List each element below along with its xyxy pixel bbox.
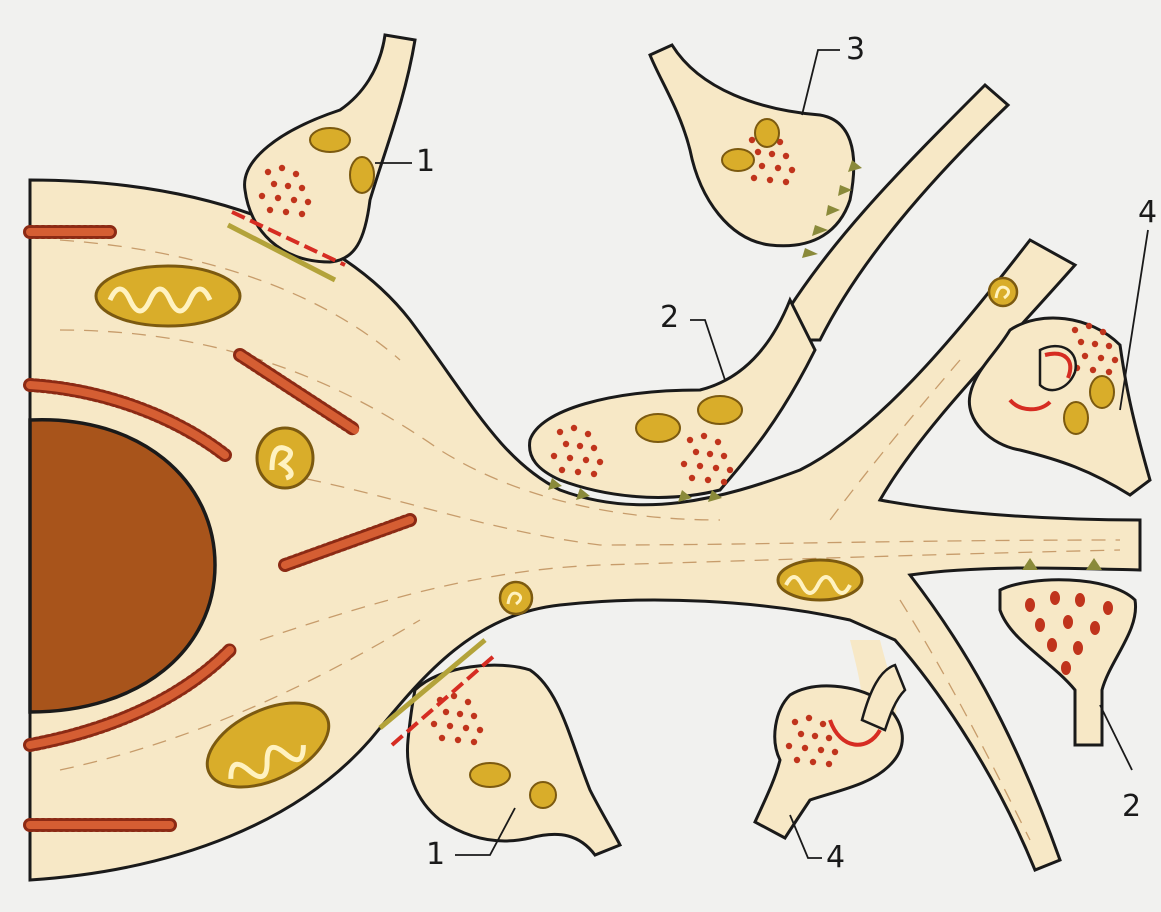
- callout-label: 4: [826, 843, 845, 873]
- leader-line: [690, 320, 725, 380]
- mitochondrion: [257, 428, 313, 488]
- leader-line: [802, 50, 840, 115]
- mitochondrion: [500, 582, 532, 614]
- callout-label: 4: [1138, 198, 1157, 228]
- callout-label: 3: [846, 35, 865, 65]
- mitochondrion: [778, 560, 862, 600]
- callout-label: 2: [1122, 792, 1141, 822]
- axon-terminal-right-dendrite: [1000, 558, 1136, 770]
- leader-line: [1100, 705, 1132, 770]
- callout-label: 2: [660, 303, 679, 333]
- callout-label: 1: [426, 840, 445, 870]
- mitochondrion: [96, 266, 240, 326]
- mitochondrion: [989, 278, 1017, 306]
- callout-label: 1: [416, 147, 435, 177]
- axon-terminal-top: [650, 45, 862, 258]
- axon-terminal-bottom-spine: [755, 665, 905, 858]
- leader-line: [1120, 230, 1148, 410]
